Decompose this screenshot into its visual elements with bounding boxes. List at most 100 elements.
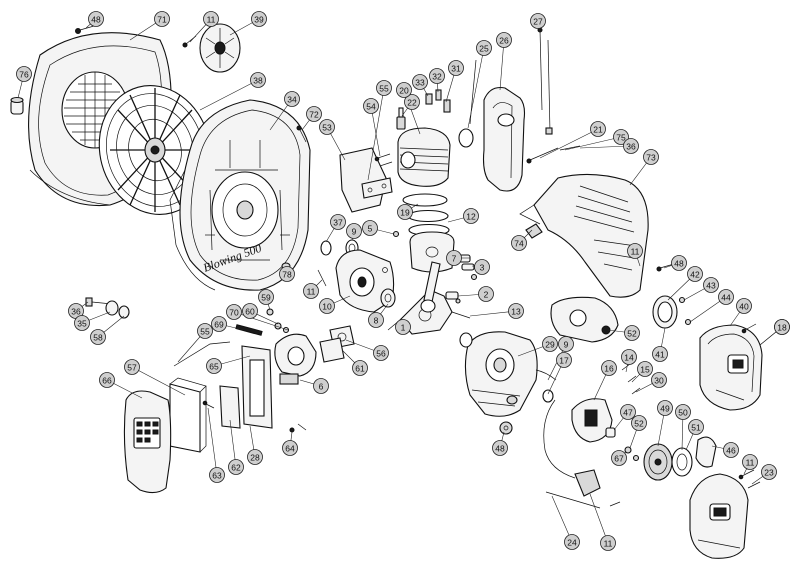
callout-circle (352, 360, 368, 376)
callout-number: 67 (614, 454, 624, 464)
piston (409, 231, 455, 273)
callout-circle (363, 98, 379, 114)
callout-circle (631, 415, 647, 431)
part-callout-39: 39 (251, 11, 267, 27)
cylinder-shroud (519, 173, 649, 298)
callout-circle (651, 372, 667, 388)
callout-circle (396, 82, 412, 98)
callout-number: 43 (706, 281, 716, 291)
carb-bracket (241, 345, 273, 429)
callout-circle (197, 323, 213, 339)
part-callout-55: 55 (197, 323, 213, 339)
starter-ring (671, 447, 693, 477)
part-callout-25: 25 (476, 40, 492, 56)
callout-number: 58 (93, 333, 103, 343)
callout-circle (774, 319, 790, 335)
callout-number: 23 (764, 468, 774, 478)
callout-circle (206, 358, 222, 374)
lower-starter-cover (689, 473, 749, 559)
callout-circle (446, 250, 462, 266)
callout-circle (611, 450, 627, 466)
fuel-hose (235, 324, 263, 336)
bracket-plate-62 (219, 385, 241, 429)
long-bolt (85, 297, 130, 319)
part-callout-42: 42 (687, 266, 703, 282)
carb-gaskets (319, 325, 355, 363)
part-callout-11: 11 (203, 11, 219, 27)
part-callout-56: 56 (373, 345, 389, 361)
part-callout-69: 69 (211, 316, 227, 332)
callout-number: 19 (400, 208, 410, 218)
callout-number: 11 (631, 247, 640, 257)
callout-circle (242, 303, 258, 319)
spark-plug (396, 107, 406, 130)
callout-circle (397, 204, 413, 220)
callout-number: 38 (253, 76, 263, 86)
callout-number: 11 (207, 15, 216, 25)
part-callout-61: 61 (352, 360, 368, 376)
seal-9b (542, 389, 554, 403)
callout-circle (303, 283, 319, 299)
leader-line (131, 366, 186, 396)
part-callout-48: 48 (88, 11, 104, 27)
part-callout-66: 66 (99, 372, 115, 388)
callout-circle (448, 60, 464, 76)
callout-circle (247, 449, 263, 465)
callout-number: 6 (319, 382, 324, 392)
callout-circle (319, 298, 335, 314)
callout-number: 48 (495, 444, 505, 454)
callout-circle (279, 266, 295, 282)
callout-circle (395, 319, 411, 335)
callout-circle (404, 94, 420, 110)
callout-number: 65 (209, 362, 219, 372)
screw-part (75, 25, 95, 34)
part-callout-26: 26 (496, 32, 512, 48)
callout-number: 17 (559, 356, 569, 366)
part-callout-59: 59 (258, 289, 274, 305)
callout-number: 48 (91, 15, 101, 25)
part-callout-13: 13 (508, 303, 524, 319)
callout-circle (736, 298, 752, 314)
callout-circle (209, 467, 225, 483)
callout-number: 48 (674, 259, 684, 269)
callout-circle (671, 255, 687, 271)
callout-number: 11 (604, 539, 613, 549)
callout-circle (478, 286, 494, 302)
part-callout-78: 78 (279, 266, 295, 282)
callout-circle (620, 404, 636, 420)
callout-circle (723, 442, 739, 458)
small-parts-18-47 (605, 427, 640, 462)
leader-line (370, 105, 381, 157)
callout-circle (496, 32, 512, 48)
callout-number: 32 (432, 72, 442, 82)
exhaust-gasket (458, 128, 474, 148)
callout-circle (90, 329, 106, 345)
gear-23 (499, 421, 513, 435)
callout-number: 29 (545, 340, 555, 350)
callout-circle (675, 404, 691, 420)
callout-number: 30 (654, 376, 664, 386)
part-callout-8: 8 (368, 312, 384, 328)
callout-circle (99, 372, 115, 388)
callout-number: 26 (499, 36, 509, 46)
part-callout-44: 44 (718, 289, 734, 305)
callout-circle (211, 316, 227, 332)
callout-circle (284, 91, 300, 107)
callout-number: 70 (229, 308, 239, 318)
part-callout-37: 37 (330, 214, 346, 230)
callout-circle (508, 303, 524, 319)
part-callout-48: 48 (492, 440, 508, 456)
part-callout-54: 54 (363, 98, 379, 114)
leader-line (539, 128, 599, 159)
part-callout-67: 67 (611, 450, 627, 466)
callout-number: 75 (616, 133, 626, 143)
part-callout-19: 19 (397, 204, 413, 220)
part-callout-12: 12 (463, 208, 479, 224)
part-callout-24: 24 (564, 534, 580, 550)
callout-number: 47 (623, 408, 633, 418)
fuel-fittings (266, 308, 290, 334)
part-callout-49: 49 (657, 400, 673, 416)
small-fittings (425, 89, 451, 113)
